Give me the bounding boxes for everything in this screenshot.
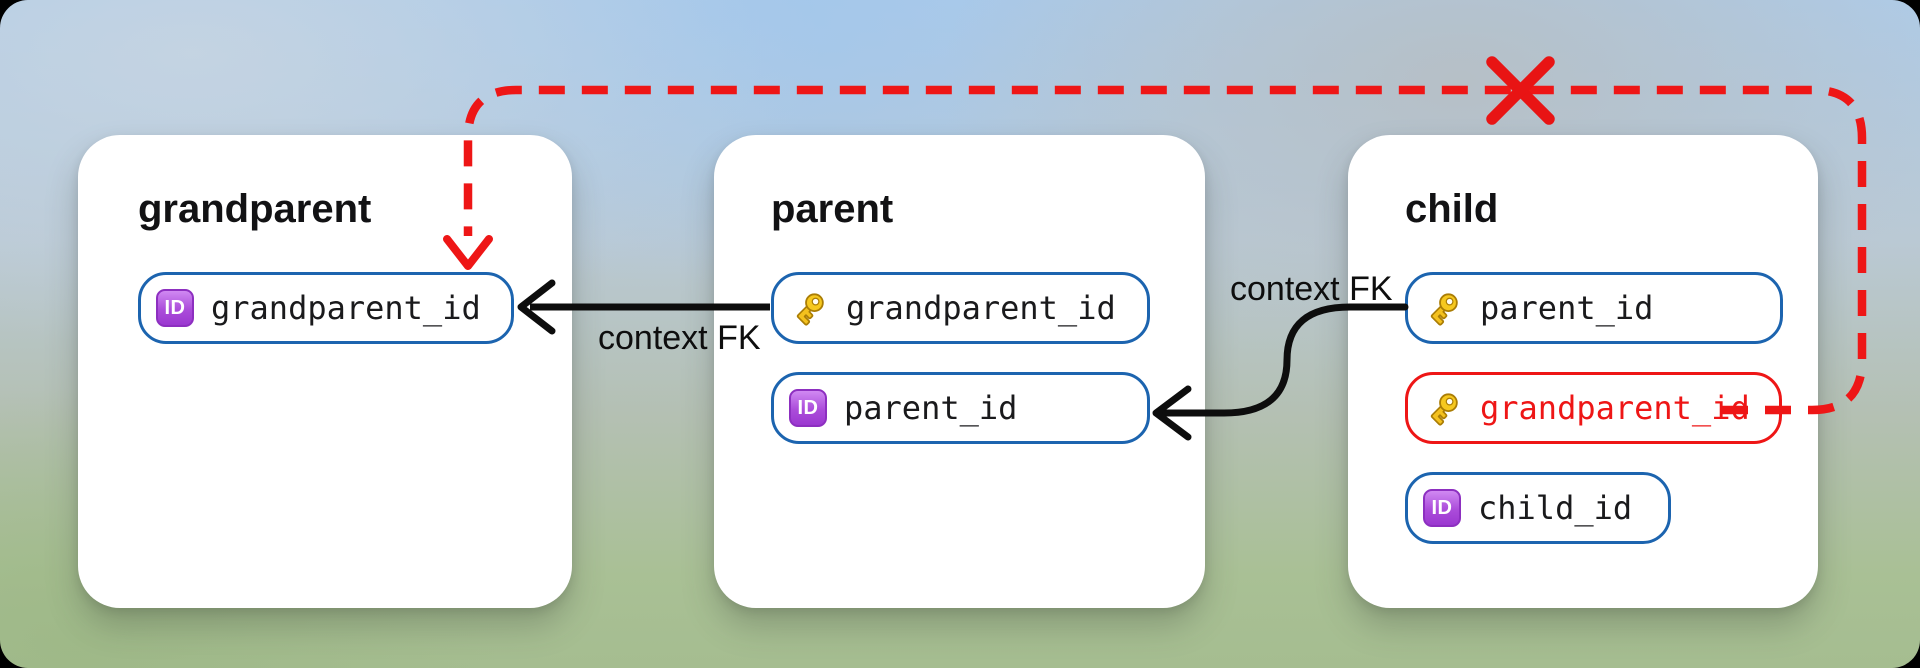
table-title-grandparent: grandparent [138, 187, 372, 231]
column-pill-child-child-id: ID child_id [1405, 472, 1671, 544]
column-name: parent_id [1480, 289, 1654, 327]
context-fk-label-child-parent: context FK [1230, 270, 1393, 308]
column-name: grandparent_id [211, 289, 481, 327]
context-fk-label-parent-grandparent: context FK [598, 319, 761, 357]
column-pill-child-grandparent-id-invalid: grandparent_id [1405, 372, 1782, 444]
table-card-parent: parent grandparent_id ID parent_id [714, 135, 1205, 608]
table-title-child: child [1405, 187, 1499, 231]
column-pill-grandparent-grandparent-id: ID grandparent_id [138, 272, 514, 344]
key-icon [796, 293, 824, 326]
table-title-parent: parent [771, 187, 894, 231]
column-pill-parent-parent-id: ID parent_id [771, 372, 1150, 444]
column-name: grandparent_id [1480, 389, 1750, 427]
column-name: child_id [1478, 489, 1633, 527]
forbidden-x-icon [1486, 56, 1555, 125]
table-card-grandparent: grandparent ID grandparent_id [78, 135, 572, 608]
id-badge-icon: ID [1423, 489, 1461, 527]
key-icon [1430, 293, 1458, 326]
column-name: parent_id [844, 389, 1018, 427]
column-pill-parent-grandparent-id: grandparent_id [771, 272, 1150, 344]
id-badge-icon: ID [789, 389, 827, 427]
table-card-child: child parent_id grandparent_id [1348, 135, 1818, 608]
id-badge-icon: ID [156, 289, 194, 327]
column-name: grandparent_id [846, 289, 1116, 327]
column-pill-child-parent-id: parent_id [1405, 272, 1783, 344]
key-icon [1430, 393, 1458, 426]
